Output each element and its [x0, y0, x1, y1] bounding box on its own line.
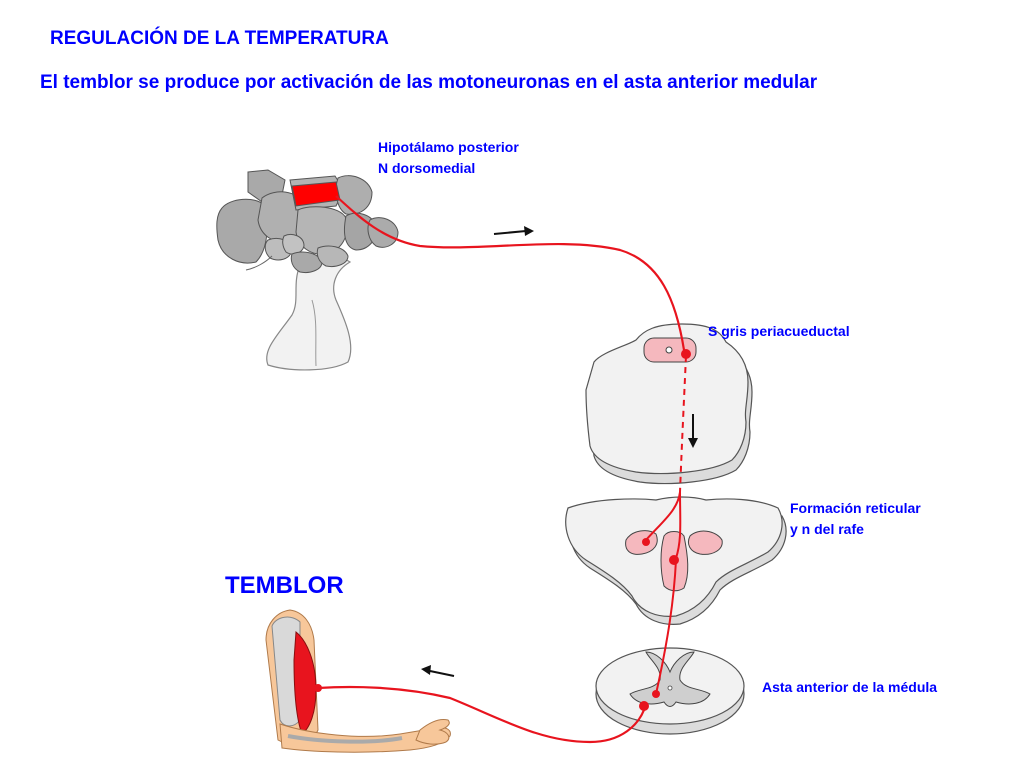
anterior-horn-label: Asta anterior de la médula	[762, 679, 938, 695]
nucleus-blob	[290, 251, 323, 273]
slide-subtitle: El temblor se produce por activación de …	[40, 72, 818, 93]
hypothalamus-label: Hipotálamo posterior N dorsomedial	[378, 137, 519, 179]
nucleus-blob	[316, 245, 349, 267]
nucleus-blob	[335, 175, 373, 215]
periaqueductal-label: S gris periacueductal	[708, 323, 850, 339]
neural-pathway	[314, 195, 691, 744]
hypothalamus-illustration	[216, 169, 399, 371]
reticular-label-line1: Formación reticular	[790, 500, 921, 516]
synapse-dot	[642, 538, 650, 546]
hypothalamus-to-pag-fiber	[335, 195, 686, 351]
reticular-label: Formación reticular y n del rafe	[790, 498, 921, 540]
reticular-nucleus-right	[687, 530, 723, 555]
spinal-cord-section	[595, 647, 745, 735]
direction-arrow-right	[493, 226, 534, 236]
nucleus-blob	[216, 198, 268, 264]
reticular-fibers	[645, 491, 682, 559]
direction-arrow-left	[421, 665, 455, 677]
brainstem-stalk	[266, 256, 352, 371]
pag-to-reticular-fiber	[679, 355, 687, 493]
arm-illustration	[265, 609, 451, 753]
synapse-dot	[669, 555, 679, 565]
synapse-dot	[639, 701, 649, 711]
tremor-label: TEMBLOR	[225, 572, 344, 599]
aqueduct	[665, 346, 673, 354]
spinal-gray-matter	[629, 651, 711, 707]
synapse-dot	[681, 349, 691, 359]
motor-fiber-to-muscle	[317, 685, 648, 744]
synapse-dot	[652, 690, 660, 698]
hand	[415, 719, 450, 745]
reticular-label-line2: y n del rafe	[790, 521, 864, 537]
midbrain-section	[585, 323, 753, 485]
biceps-muscle	[293, 631, 317, 735]
reticulospinal-fiber	[655, 559, 677, 695]
direction-arrow-down	[688, 414, 698, 448]
slide-title: REGULACIÓN DE LA TEMPERATURA	[50, 28, 389, 49]
hypothalamus-label-line2: N dorsomedial	[378, 160, 476, 176]
synapse-dot	[314, 684, 322, 692]
hypothalamus-label-line1: Hipotálamo posterior	[378, 139, 519, 155]
